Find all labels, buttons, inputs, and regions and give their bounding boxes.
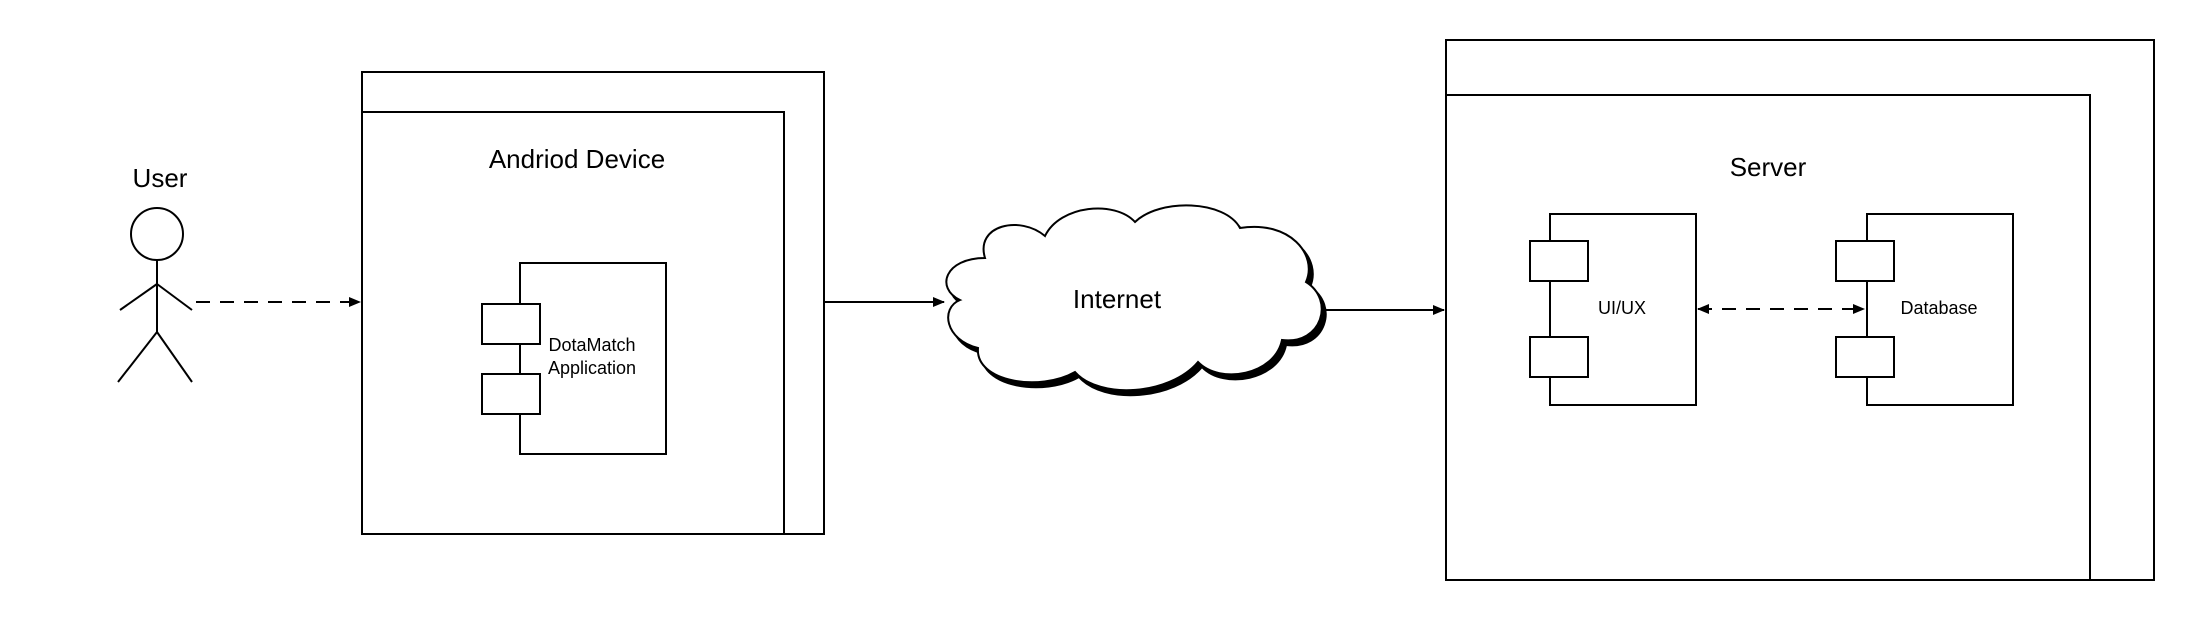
database-component: Database bbox=[1835, 213, 2014, 406]
actor-right-arm bbox=[156, 283, 193, 311]
component-port-top bbox=[1835, 240, 1895, 282]
dotamatch-label-line2: Application bbox=[548, 358, 636, 378]
internet-cloud: Internet bbox=[945, 204, 1327, 397]
user-actor: User bbox=[117, 163, 193, 383]
database-label: Database bbox=[1900, 298, 1977, 318]
actor-left-leg bbox=[117, 331, 158, 383]
internet-label: Internet bbox=[1073, 284, 1162, 314]
component-port-bottom bbox=[481, 373, 541, 415]
component-port-bottom bbox=[1835, 336, 1895, 378]
actor-head bbox=[130, 207, 184, 261]
component-port-bottom bbox=[1529, 336, 1589, 378]
dotamatch-label-line1: DotaMatch bbox=[548, 335, 635, 355]
component-port-top bbox=[481, 303, 541, 345]
device-node: Andriod Device DotaMatch Application bbox=[361, 71, 825, 535]
server-node: Server UI/UX Database bbox=[1445, 39, 2155, 581]
component-body bbox=[519, 262, 667, 455]
actor-right-leg bbox=[156, 331, 193, 383]
actor-left-arm bbox=[119, 283, 158, 311]
uiux-component: UI/UX bbox=[1529, 213, 1697, 406]
component-port-top bbox=[1529, 240, 1589, 282]
user-label: User bbox=[133, 163, 188, 193]
device-node-label: Andriod Device bbox=[489, 144, 665, 174]
server-node-label: Server bbox=[1730, 152, 1807, 182]
dotamatch-component: DotaMatch Application bbox=[481, 262, 667, 455]
uiux-label: UI/UX bbox=[1598, 298, 1646, 318]
cloud-shape bbox=[945, 204, 1323, 392]
